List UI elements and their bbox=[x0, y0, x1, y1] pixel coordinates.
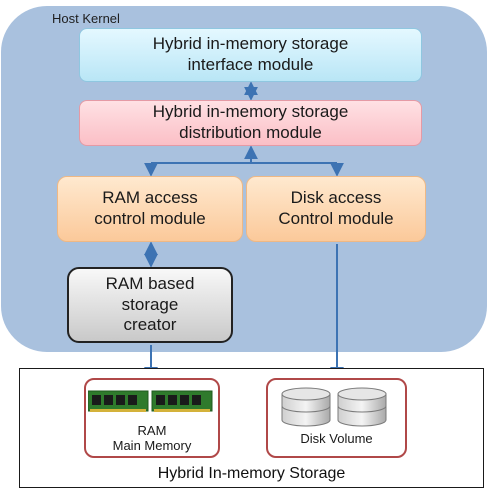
interface-module-line-1: Hybrid in-memory storage bbox=[152, 34, 349, 54]
disk-access-line-2: Control module bbox=[278, 209, 394, 228]
creator-line-2: storage bbox=[121, 294, 179, 314]
ram-module-icon bbox=[88, 390, 213, 412]
disk-volume-label: Disk Volume bbox=[300, 431, 373, 446]
ram-access-line-1: RAM access bbox=[102, 188, 198, 208]
hybrid-storage-label: Hybrid In-memory Storage bbox=[157, 465, 346, 482]
interface-module-line-2: interface module bbox=[187, 55, 314, 74]
creator-line-1: RAM based bbox=[105, 273, 195, 293]
main-memory-label-line-1: RAM bbox=[137, 423, 167, 438]
host-kernel-label: Host Kernel bbox=[52, 11, 120, 26]
creator-line-3: creator bbox=[123, 315, 177, 335]
ram-access-line-2: control module bbox=[94, 209, 206, 228]
interface-module: Hybrid in-memory storage interface modul… bbox=[79, 28, 422, 82]
distribution-module-line-1: Hybrid in-memory storage bbox=[152, 102, 349, 122]
disk-access-line-1: Disk access bbox=[290, 188, 382, 208]
disk-access-control-module: Disk access Control module bbox=[246, 176, 426, 242]
main-memory-label-line-2: Main Memory bbox=[112, 438, 192, 453]
ram-based-storage-creator: RAM based storage creator bbox=[67, 267, 233, 343]
ram-access-control-module: RAM access control module bbox=[57, 176, 243, 242]
disk-stack-icon bbox=[281, 387, 387, 427]
distribution-module-line-2: distribution module bbox=[179, 123, 322, 142]
main-memory-label: RAM Main Memory bbox=[84, 423, 220, 453]
distribution-module: Hybrid in-memory storage distribution mo… bbox=[79, 100, 422, 146]
